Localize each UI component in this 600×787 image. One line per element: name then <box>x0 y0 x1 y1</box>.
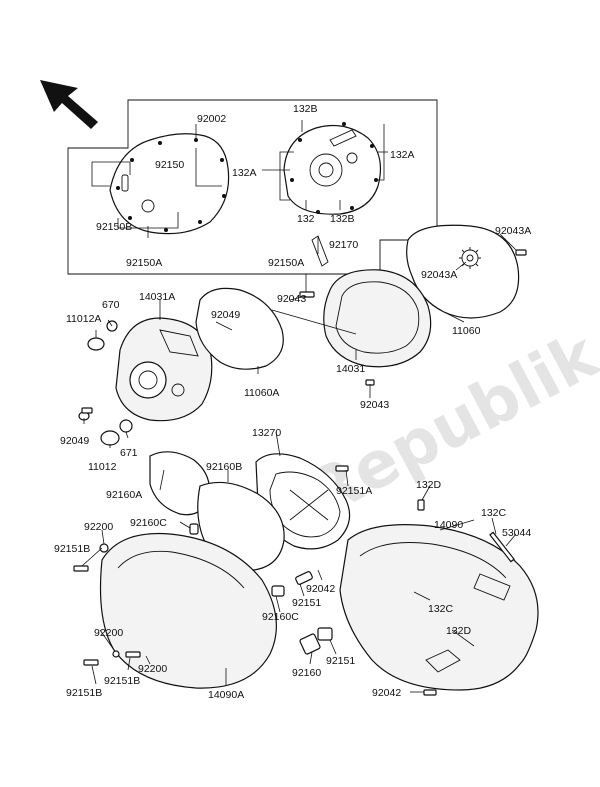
label-11060A: 11060A <box>244 387 279 399</box>
label-92170: 92170 <box>329 239 358 251</box>
leader-lines <box>81 233 517 693</box>
inset-leaders <box>91 120 388 238</box>
label-92042-b: 92042 <box>372 687 401 699</box>
label-11060: 11060 <box>452 325 481 337</box>
label-92200-a: 92200 <box>84 521 113 533</box>
label-132D-bottom: 132D <box>446 625 472 637</box>
cover-14031A <box>115 317 213 422</box>
label-92160: 92160 <box>292 667 321 679</box>
label-92151-b: 92151 <box>326 655 355 667</box>
label-671: 671 <box>120 447 138 459</box>
label-92160C-b: 92160C <box>262 611 299 623</box>
label-92151B-a: 92151B <box>54 543 90 555</box>
label-92049-b: 92049 <box>60 435 89 447</box>
inset-left-cover <box>109 133 230 235</box>
label-92042-a: 92042 <box>306 583 335 595</box>
label-11012: 11012 <box>88 461 117 473</box>
label-132B-top: 132B <box>293 103 318 115</box>
gasket-11060A <box>195 287 284 370</box>
label-14031: 14031 <box>336 363 365 375</box>
label-132B-bottom: 132B <box>330 213 355 225</box>
label-92150A-inset: 92150A <box>126 257 162 269</box>
label-92150: 92150 <box>155 159 184 171</box>
label-92151B-b: 92151B <box>104 675 140 687</box>
label-132C-right: 132C <box>481 507 507 519</box>
label-92151-a: 92151 <box>292 597 321 609</box>
label-132A-right: 132A <box>390 149 415 161</box>
label-132A-left: 132A <box>232 167 257 179</box>
label-92002: 92002 <box>197 113 226 125</box>
gasket-11060 <box>406 224 520 319</box>
label-132D-top: 132D <box>416 479 442 491</box>
label-92160C-a: 92160C <box>130 517 167 529</box>
label-92150A-mid: 92150A <box>268 257 304 269</box>
label-92160B: 92160B <box>206 461 242 473</box>
label-92043-b: 92043 <box>360 399 389 411</box>
label-132C-mid: 132C <box>428 603 454 615</box>
inset-right-cover <box>283 122 381 215</box>
label-92049-a: 92049 <box>211 309 240 321</box>
label-92150B: 92150B <box>96 221 132 233</box>
label-92200-c: 92200 <box>138 663 167 675</box>
label-14090: 14090 <box>434 519 463 531</box>
label-92043A-top: 92043A <box>495 225 531 237</box>
label-132-inset: 132 <box>297 213 315 225</box>
label-92160A: 92160A <box>106 489 142 501</box>
label-13270: 13270 <box>252 427 281 439</box>
label-92151A: 92151A <box>336 485 372 497</box>
label-14090A: 14090A <box>208 689 244 701</box>
label-92200-b: 92200 <box>94 627 123 639</box>
label-11012A: 11012A <box>66 313 101 325</box>
label-92151B-c: 92151B <box>66 687 102 699</box>
outer-cover-14090 <box>339 524 539 691</box>
label-92043A-mid: 92043A <box>421 269 457 281</box>
label-14031A: 14031A <box>139 291 175 303</box>
cover-14031 <box>311 235 432 368</box>
front-direction-arrow-icon <box>40 80 98 129</box>
label-670: 670 <box>102 299 120 311</box>
label-92043: 92043 <box>277 293 306 305</box>
gear-icon <box>459 247 481 269</box>
label-53044: 53044 <box>502 527 531 539</box>
